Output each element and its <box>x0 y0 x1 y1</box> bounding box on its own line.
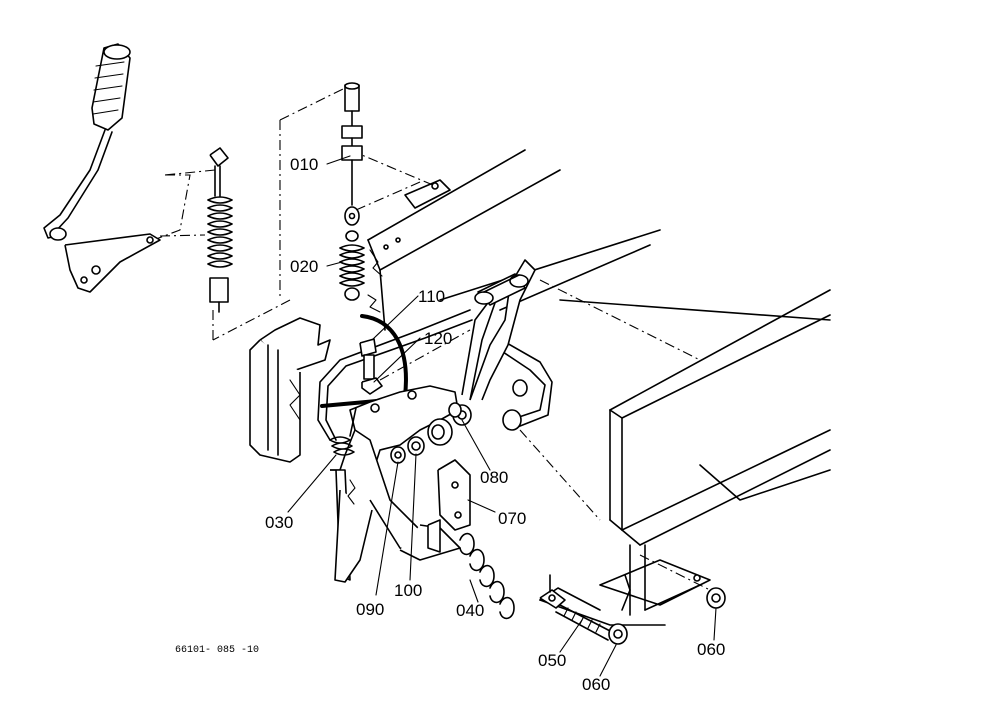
spring-030 <box>329 407 357 456</box>
label-010: 010 <box>290 155 318 174</box>
bolt-120 <box>359 338 383 395</box>
left-cable-rod <box>207 147 233 313</box>
label-020: 020 <box>290 257 318 276</box>
spring-040 <box>459 532 515 620</box>
label-080: 080 <box>480 468 508 487</box>
label-040: 040 <box>456 601 484 620</box>
label-090: 090 <box>356 600 384 619</box>
shaft-rod <box>317 309 553 441</box>
bottom-bracket <box>539 559 711 626</box>
collar-stack <box>390 418 453 464</box>
label-030: 030 <box>265 513 293 532</box>
bracket-070 <box>427 459 471 553</box>
label-100: 100 <box>394 581 422 600</box>
label-110: 110 <box>418 287 445 306</box>
cable-end-010 <box>341 82 363 226</box>
nut-060b <box>706 587 726 609</box>
drawing-code: 66101- 085 -10 <box>175 645 259 656</box>
label-060-lower: 060 <box>582 675 610 694</box>
pedal-arm <box>461 259 536 401</box>
hand-lever <box>43 43 161 293</box>
eye-bolt-050 <box>539 574 613 641</box>
leader-lines <box>287 155 717 677</box>
left-plate <box>249 317 331 463</box>
spring-020 <box>339 230 381 313</box>
bushing-080 <box>448 379 528 431</box>
label-070: 070 <box>498 509 526 528</box>
label-120: 120 <box>424 329 452 348</box>
chassis-frame <box>367 149 831 616</box>
label-060-right: 060 <box>697 640 725 659</box>
label-050: 050 <box>538 651 566 670</box>
nut-060a <box>608 623 628 645</box>
